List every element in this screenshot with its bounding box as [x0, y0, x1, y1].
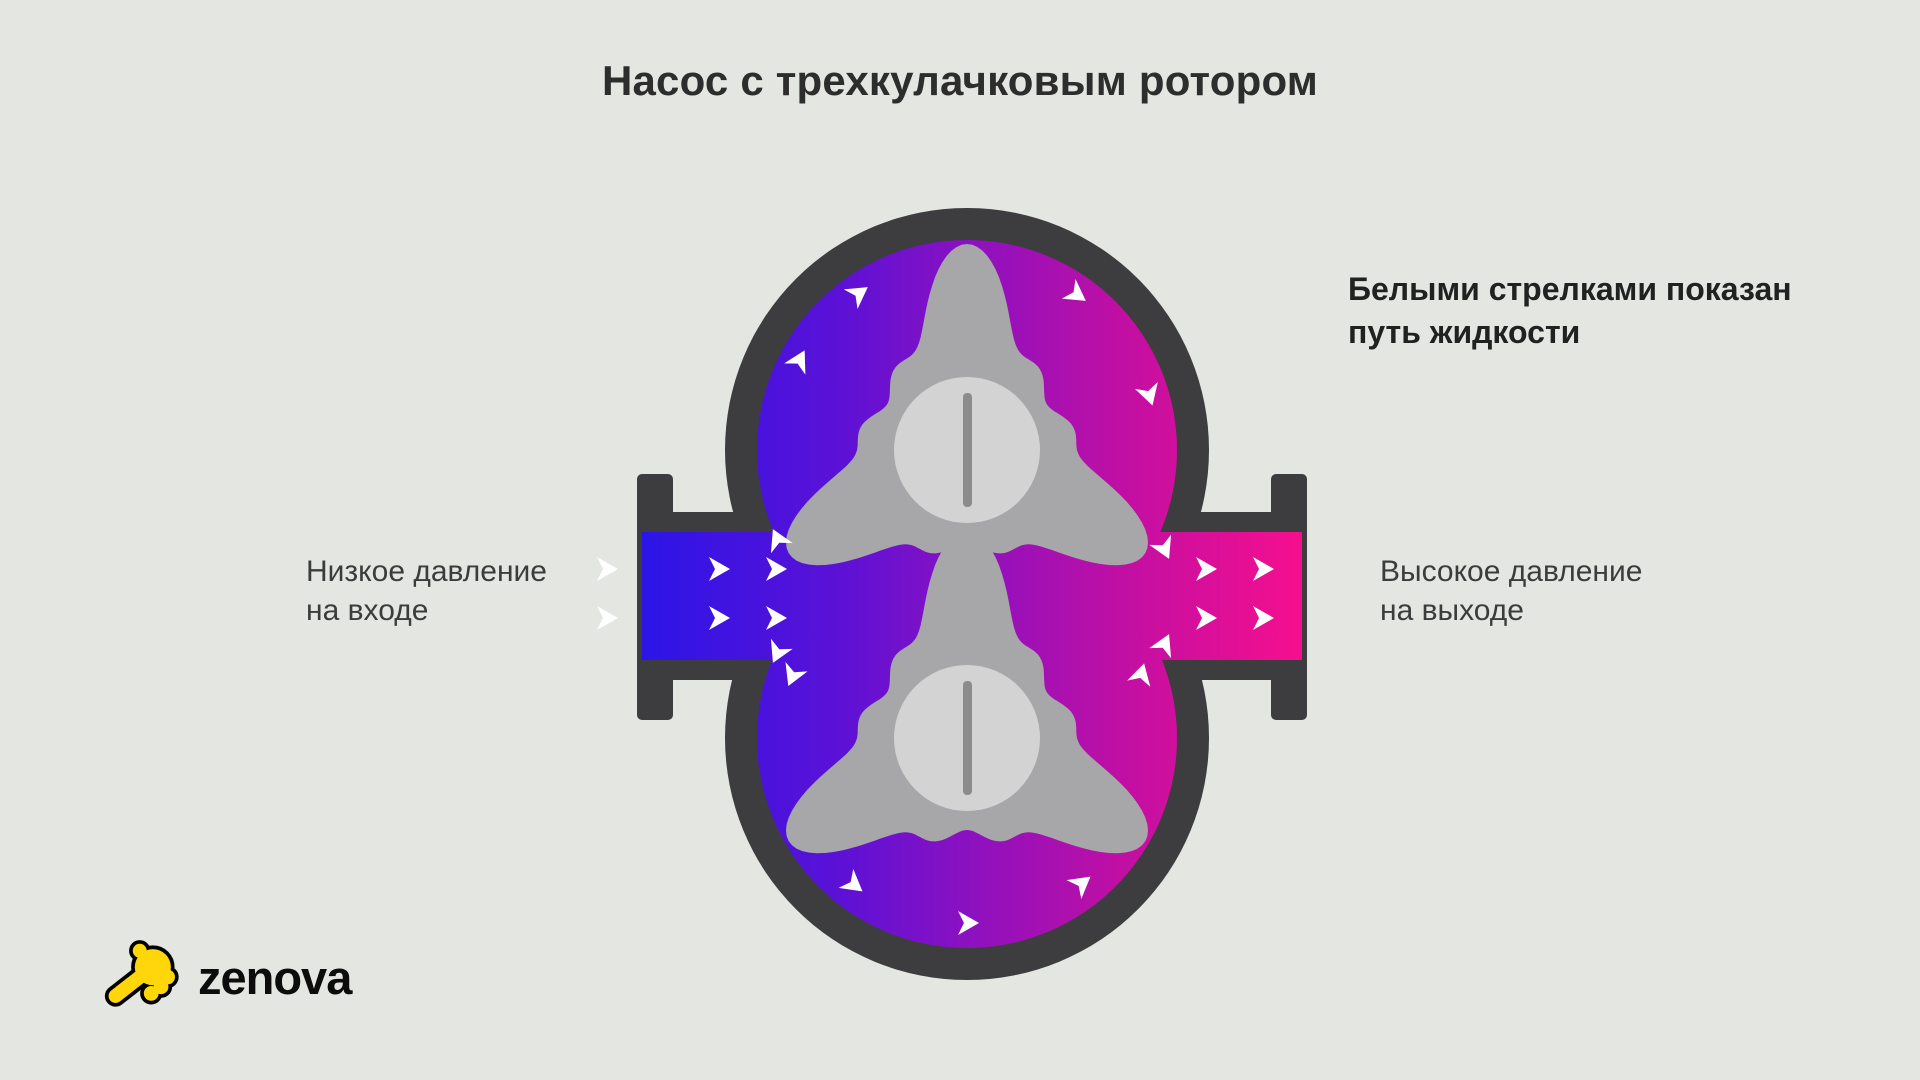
- rotors: [786, 244, 1148, 854]
- legend-note: Белыми стрелками показан путь жидкости: [1348, 268, 1792, 354]
- inlet-label-line-2: на входе: [306, 594, 429, 627]
- page-title: Насос с трехкулачковым ротором: [601, 57, 1319, 104]
- logo: zenova: [102, 936, 352, 1018]
- flow-arrow-icon: [597, 557, 618, 581]
- top-rotor-slot: [963, 393, 972, 507]
- bottom-rotor-slot: [963, 681, 972, 795]
- outlet-label: Высокое давление на выходе: [1380, 552, 1642, 630]
- logo-hand-icon: [104, 940, 179, 1007]
- legend-line-2: путь жидкости: [1348, 314, 1581, 350]
- inlet-label-line-1: Низкое давление: [306, 555, 547, 588]
- legend-line-1: Белыми стрелками показан: [1348, 271, 1792, 307]
- hand-fill: [108, 943, 175, 1003]
- outlet-label-line-1: Высокое давление: [1380, 555, 1643, 588]
- inlet-label: Низкое давление на входе: [306, 552, 547, 630]
- flow-arrow-icon: [597, 606, 618, 630]
- logo-text: zenova: [198, 950, 352, 1004]
- outlet-label-line-2: на выходе: [1380, 594, 1524, 627]
